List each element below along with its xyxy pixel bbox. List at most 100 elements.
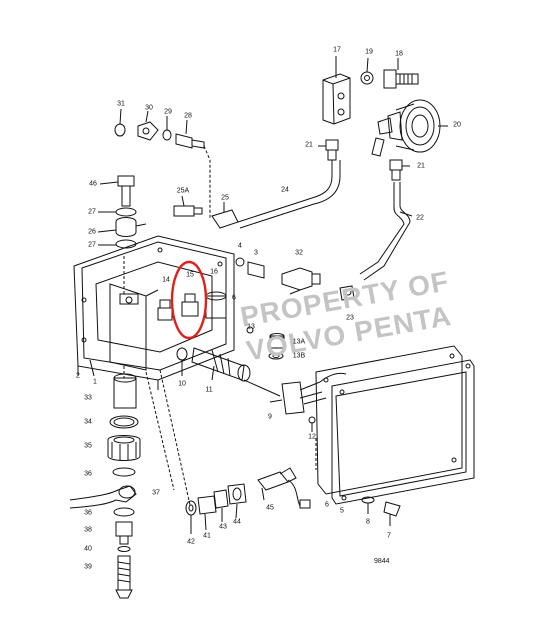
callout-1: 1 [93,378,97,386]
callout-13B: 13B [292,352,306,360]
callout-6-top: 6 [232,294,236,302]
callout-8: 8 [366,518,370,526]
callout-22: 22 [416,214,424,222]
callout-27-top: 27 [88,208,96,216]
callout-29: 29 [164,108,172,116]
callout-41: 41 [203,532,211,540]
nut-44 [227,483,247,519]
sensor-3 [247,261,265,279]
callout-15: 15 [186,271,194,279]
switch-14 [157,299,173,321]
callout-36-top: 36 [84,470,92,478]
fitting-21-left [318,139,339,161]
callout-39: 39 [84,563,92,571]
sender-32 [281,267,321,295]
fitting-25 [173,195,239,229]
callout-46: 46 [89,180,97,188]
sleeve-33 [113,373,137,409]
figure-number: 9844 [374,558,390,565]
bolt-18 [383,58,419,89]
callout-24: 24 [281,186,289,194]
callout-42: 42 [187,538,195,546]
callout-25: 25 [221,194,229,202]
callout-13A: 13A [292,338,306,346]
nut-43 [213,489,229,522]
callout-18: 18 [395,50,403,58]
connector-9 [269,372,347,415]
callout-7: 7 [387,532,391,540]
callout-44: 44 [233,518,241,526]
callout-21-right: 21 [417,162,425,170]
callout-19: 19 [365,48,373,56]
washer-19 [360,57,374,85]
seal-10 [176,347,188,376]
cover-6 [315,345,463,495]
callout-5: 5 [340,507,344,515]
screw-39 [115,555,133,599]
callout-17: 17 [333,46,341,54]
callout-14: 14 [162,276,170,284]
callout-37: 37 [152,489,160,497]
grommet-12 [308,416,316,432]
fitting-21-right [389,159,410,181]
callout-33: 33 [84,394,92,402]
callout-31: 31 [117,100,125,108]
union-26 [97,217,147,237]
callout-25A: 25A [176,187,190,195]
callout-2: 2 [76,372,80,380]
plug-4 [235,257,245,267]
callout-10: 10 [178,380,186,388]
callout-6-bottom: 6 [325,501,329,509]
washer-8 [361,496,375,514]
part-15-highlight-ring [170,260,208,340]
callout-21-left: 21 [305,141,313,149]
callout-9: 9 [268,413,272,421]
callout-3: 3 [254,249,258,257]
callout-28: 28 [184,112,192,120]
callout-43: 43 [219,523,227,531]
callout-32: 32 [295,249,303,257]
callout-23: 23 [346,314,354,322]
callout-45: 45 [266,504,274,512]
adapter-41 [197,495,217,531]
bracket-17 [322,56,351,125]
housing-1-2 [73,235,235,390]
plug-13A [269,333,285,349]
bolt-46 [99,175,135,207]
washer-36-top [112,467,136,477]
pipe-24 [237,160,341,229]
washer-27-top [98,207,137,217]
callout-27-bottom: 27 [88,241,96,249]
callout-20: 20 [453,121,461,129]
callout-4: 4 [238,242,242,250]
washer-42 [185,500,197,534]
nut-35 [107,435,141,461]
callout-12: 12 [308,433,316,441]
switch-15 [181,293,199,317]
cover-5 [331,359,475,505]
callout-30: 30 [145,104,153,112]
shaft-11 [191,347,281,397]
washer-40 [117,546,131,552]
callout-36-bottom: 36 [84,509,92,517]
banjo-group-28-31 [114,108,211,218]
callout-26: 26 [88,228,96,236]
dial-20 [371,99,448,157]
washer-36-bottom [113,507,135,517]
callout-38: 38 [84,526,92,534]
callout-11: 11 [205,386,213,394]
callout-16: 16 [210,268,218,276]
dashed-guides [123,366,317,506]
washer-13B [268,352,284,360]
callout-40: 40 [84,545,92,553]
screw-7 [383,501,401,526]
plug-13 [246,326,254,334]
callout-13: 13 [247,323,255,331]
fitting-23 [339,285,355,301]
callout-35: 35 [84,442,92,450]
o-ring-34 [109,415,139,429]
callout-34: 34 [84,418,92,426]
